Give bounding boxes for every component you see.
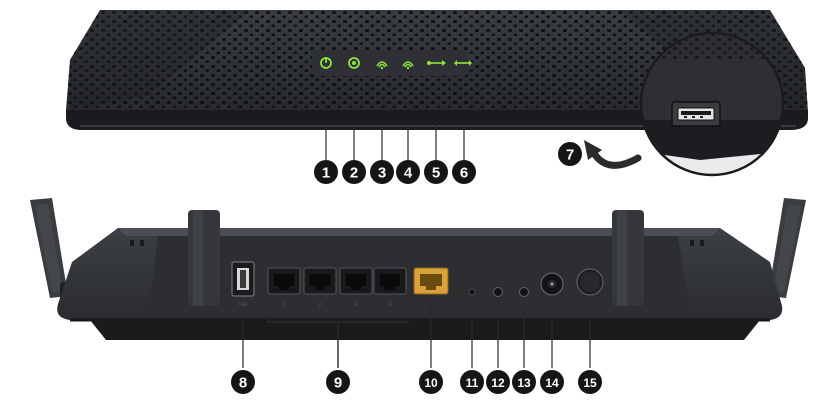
svg-text:1: 1 <box>283 302 286 307</box>
svg-text:12: 12 <box>491 376 505 390</box>
lan-ports: 1 2 3 4 <box>267 267 407 307</box>
callout-8: 8 <box>231 370 255 394</box>
callout-14: 14 <box>540 370 564 394</box>
callout-5: 5 <box>424 160 448 184</box>
wps-led-icon <box>454 60 472 66</box>
callout-3: 3 <box>370 160 394 184</box>
svg-text:3: 3 <box>355 302 358 307</box>
svg-text:4: 4 <box>404 165 413 182</box>
usb-port: USB <box>231 261 255 307</box>
usb-led-icon <box>427 60 446 66</box>
svg-text:4: 4 <box>389 302 392 307</box>
svg-text:8: 8 <box>239 375 247 392</box>
callout-6: 6 <box>452 160 476 184</box>
antennas <box>30 198 806 304</box>
callout-10: 10 <box>419 370 443 394</box>
svg-text:14: 14 <box>545 376 559 390</box>
svg-text:3: 3 <box>378 165 386 182</box>
callout-badges: 1 2 3 4 5 6 7 8 9 10 11 12 13 14 15 <box>231 142 602 394</box>
callout-15: 15 <box>578 370 602 394</box>
callout-11: 11 <box>460 370 484 394</box>
callout-13: 13 <box>512 370 536 394</box>
rear-antenna-stubs <box>188 210 644 306</box>
wifi-5g-led-icon <box>402 61 414 70</box>
internet-led-icon <box>348 57 360 69</box>
svg-text:5: 5 <box>432 165 440 182</box>
callout-9: 9 <box>326 370 350 394</box>
svg-text:2: 2 <box>350 165 358 182</box>
callout-2: 2 <box>342 160 366 184</box>
callout-12: 12 <box>486 370 510 394</box>
svg-text:USB: USB <box>239 302 247 307</box>
wps-button <box>519 287 529 297</box>
power-connector <box>540 272 564 296</box>
lan-port-1: 1 <box>267 267 301 307</box>
svg-text:15: 15 <box>583 376 597 390</box>
svg-text:6: 6 <box>460 165 468 182</box>
usb-led-reset-holes <box>468 288 476 296</box>
led-indicators <box>320 57 472 70</box>
power-button <box>576 268 604 296</box>
callout-1: 1 <box>314 160 338 184</box>
lan-port-3: 3 <box>339 267 373 307</box>
top-leader-lines <box>325 122 465 160</box>
power-led-icon <box>320 57 332 69</box>
callout-7-arrow <box>584 140 642 169</box>
callout-7: 7 <box>558 142 582 166</box>
svg-text:13: 13 <box>517 376 531 390</box>
wifi-2g-led-icon <box>376 61 388 70</box>
reset-button <box>493 287 503 297</box>
svg-text:1: 1 <box>322 165 330 182</box>
callout-4: 4 <box>396 160 420 184</box>
lan-port-4: 4 <box>373 267 407 307</box>
svg-text:7: 7 <box>566 147 574 164</box>
svg-text:11: 11 <box>466 376 479 390</box>
svg-text:2: 2 <box>319 302 322 307</box>
lan-port-2: 2 <box>303 267 337 307</box>
svg-text:9: 9 <box>334 375 342 392</box>
usb-side-zoom-inset <box>639 31 785 177</box>
svg-text:10: 10 <box>424 376 438 390</box>
lan-bracket <box>267 314 409 368</box>
router-top-view <box>66 10 808 130</box>
internet-port <box>413 267 449 295</box>
bottom-leader-lines <box>242 300 591 368</box>
